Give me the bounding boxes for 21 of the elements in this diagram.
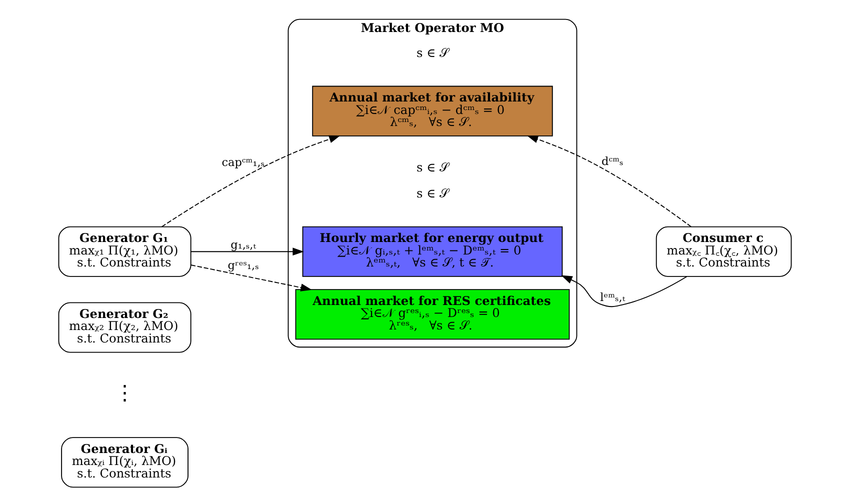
- node-box: Annual market for availability ∑i∈𝒩 capᶜᵐᵢ,ₛ − dᶜᵐₛ = 0 λᶜᵐₛ, ∀s ∈ 𝒮.: [312, 86, 552, 136]
- edge-label: gʳᵉˢ₁,ₛ: [227, 259, 258, 272]
- node-box: Annual market for RES certificates ∑i∈𝒩 gʳᵉˢᵢ,ₛ − Dʳᵉˢₛ = 0 λʳᵉˢₛ, ∀s ∈ 𝒮.: [294, 289, 570, 340]
- edge-label: lᵉᵐₛ,ₜ: [600, 290, 625, 304]
- label: s ∈ 𝒮: [416, 46, 448, 60]
- label: ⋮: [114, 381, 135, 406]
- arrow: [160, 135, 340, 228]
- label: s ∈ 𝒮: [416, 160, 448, 174]
- arrow: [190, 264, 312, 292]
- arrow: [526, 135, 692, 228]
- node-box: Generator G₁ maxᵪ₁ Π(χ₁, λMO) s.t. Constraints: [58, 226, 191, 277]
- node-box: Generator Gᵢ maxᵪᵢ Π(χᵢ, λMO) s.t. Constraints: [60, 437, 188, 488]
- node-box: Generator G₂ maxᵪ₂ Π(χ₂, λMO) s.t. Constraints: [58, 302, 191, 353]
- edge-label: g₁,ₛ,ₜ: [230, 238, 256, 252]
- label: s ∈ 𝒮: [416, 186, 448, 201]
- edge-label: dᶜᵐₛ: [601, 155, 623, 168]
- edge-label: capᶜᵐ₁,ₛ: [221, 156, 264, 169]
- arrow: [560, 275, 687, 308]
- node-box: Hourly market for energy output ∑i∈𝒩 gᵢ,ₛ,ₜ + lᵉᵐₛ,ₜ − Dᵉᵐₛ,ₜ = 0 λᵉᵐₛ,ₜ, ∀s ∈ 𝒮, t ∈ 𝒯.: [302, 226, 562, 277]
- arrow: [190, 248, 304, 256]
- node-box: Consumer c maxᵪ꜀ Π꜀(χ꜀, λMO) s.t. Constraints: [655, 226, 792, 277]
